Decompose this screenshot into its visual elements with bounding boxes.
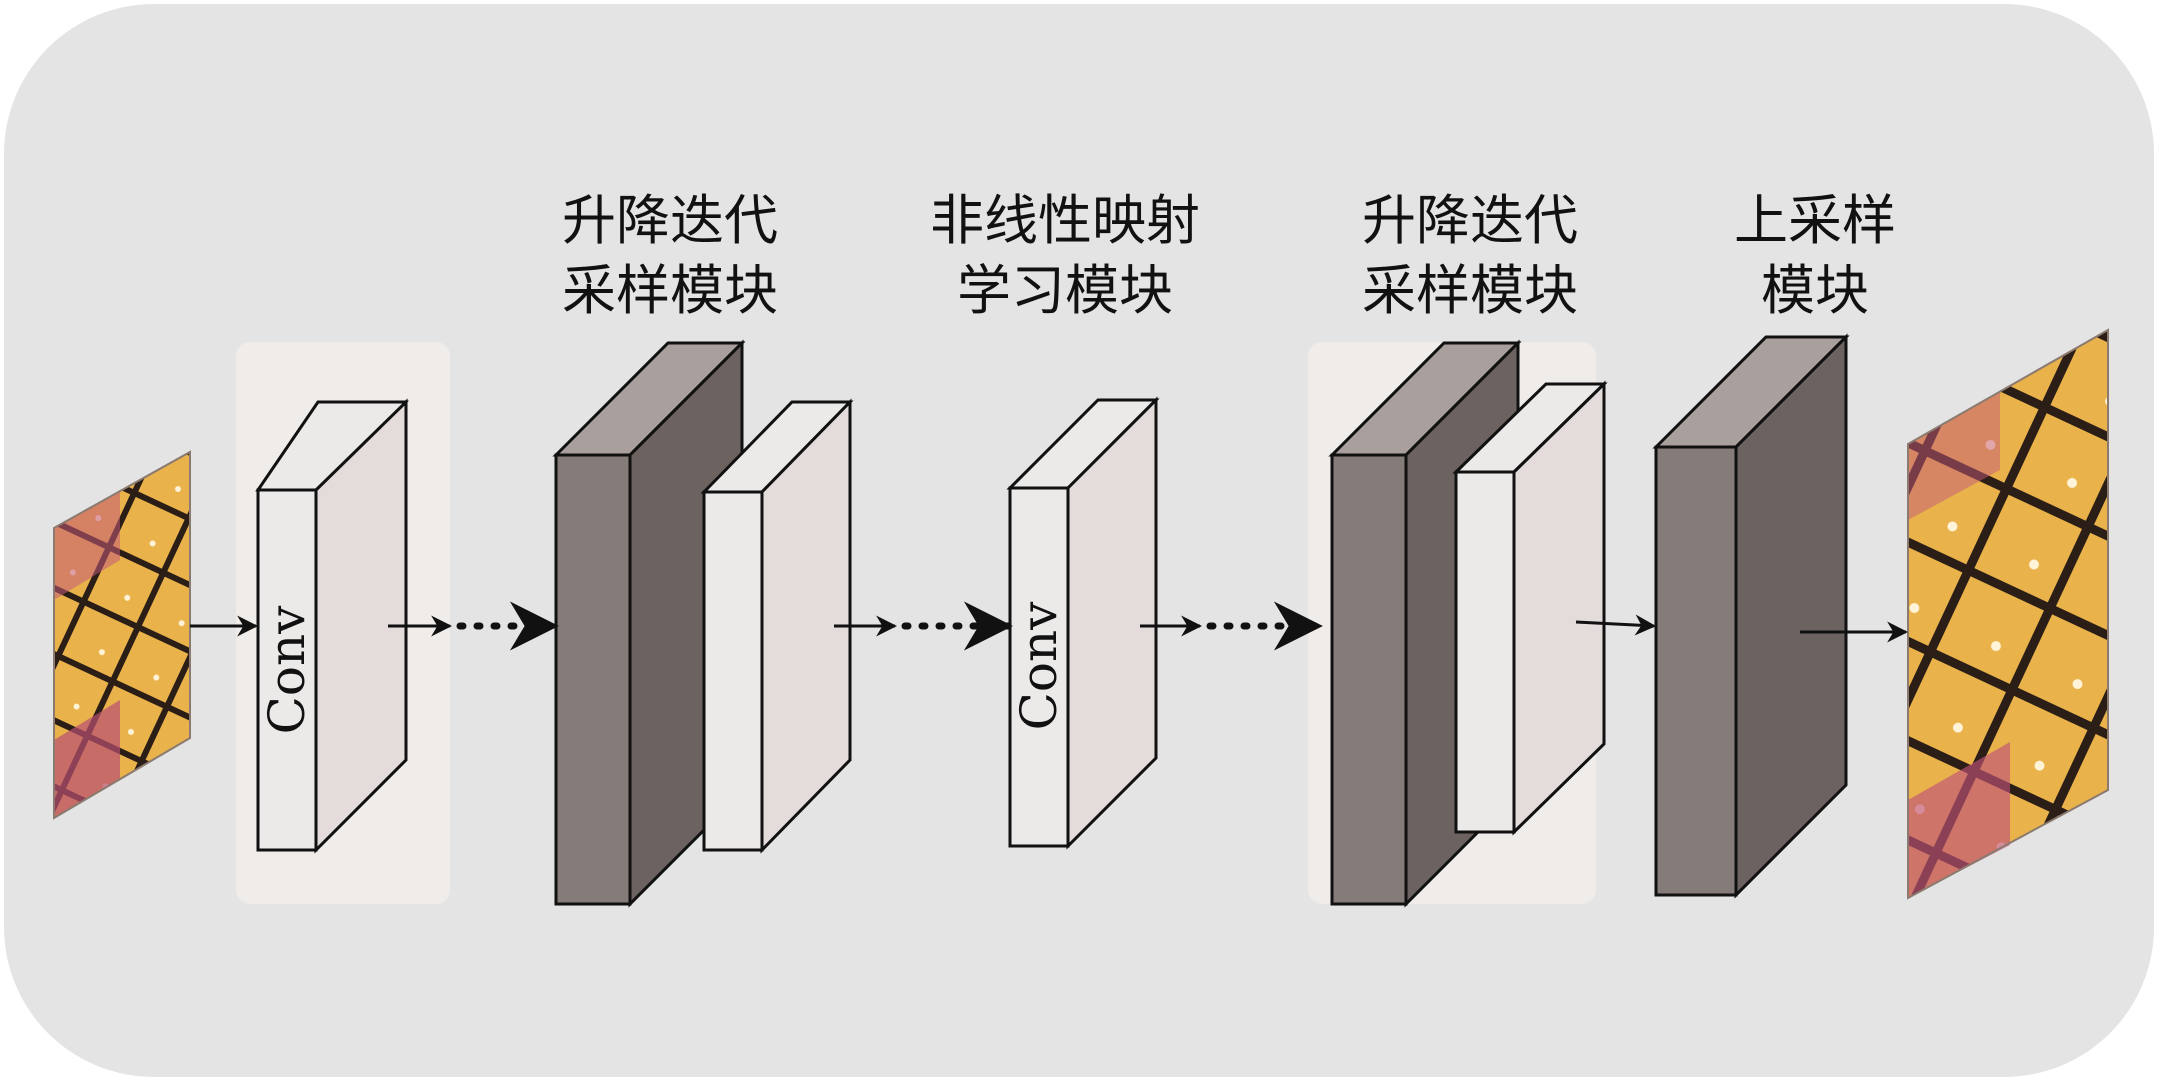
upsample-module-block [1652, 333, 1850, 899]
label-upsample-module: 上采样 模块 [1665, 186, 1965, 326]
label-line: 采样模块 [562, 259, 778, 322]
output-image-icon [1907, 328, 2109, 900]
label-nonlinear-module: 非线性映射 学习模块 [900, 186, 1230, 326]
arrow-to-upsample [1575, 614, 1657, 636]
input-image-icon [53, 450, 191, 820]
updown-module-1-light-block [700, 398, 854, 854]
flow-arrows [190, 601, 1909, 651]
conv-label-first: Conv [258, 605, 316, 735]
label-updown-module-2: 升降迭代 采样模块 [1320, 186, 1620, 326]
label-updown-module-1: 升降迭代 采样模块 [520, 186, 820, 326]
updown-module-2-light-block [1452, 380, 1608, 836]
label-line: 学习模块 [957, 259, 1173, 322]
conv-label-middle: Conv [1010, 601, 1068, 731]
label-line: 升降迭代 [1362, 189, 1578, 252]
label-line: 采样模块 [1362, 259, 1578, 322]
label-line: 升降迭代 [562, 189, 778, 252]
label-line: 模块 [1761, 259, 1869, 322]
label-line: 非线性映射 [930, 189, 1200, 252]
conv-block-middle: Conv [1006, 396, 1160, 850]
label-line: 上采样 [1734, 189, 1896, 252]
conv-block-first: Conv [255, 398, 409, 854]
